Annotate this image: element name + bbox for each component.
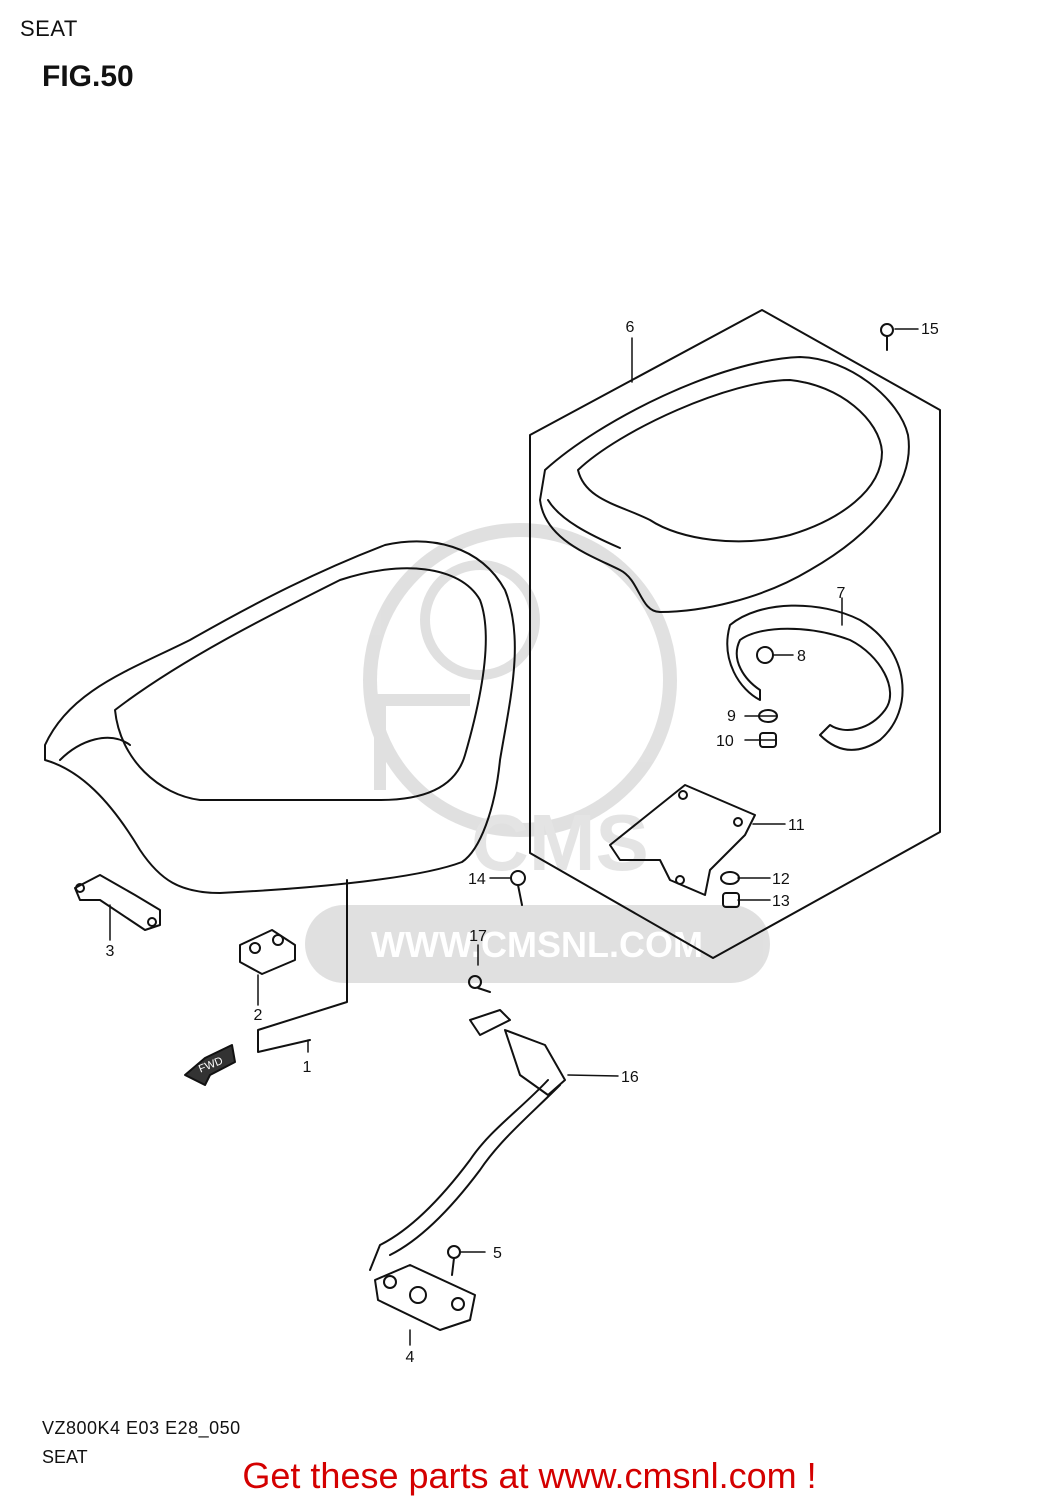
callout-6: 6 <box>626 319 635 336</box>
watermark: CMS WWW.CMSNL.COM <box>305 523 770 983</box>
callout-9: 9 <box>727 708 736 725</box>
callout-leaders <box>109 328 919 1346</box>
watermark-url: WWW.CMSNL.COM <box>371 924 703 965</box>
clip-part-2 <box>239 929 296 975</box>
callout-14: 14 <box>468 871 486 888</box>
bracket-part-3 <box>74 874 161 931</box>
callout-5: 5 <box>493 1245 502 1262</box>
plate-part-4 <box>374 1264 476 1331</box>
callout-16: 16 <box>621 1069 639 1086</box>
bracket-part-11 <box>609 784 756 896</box>
promo-link[interactable]: Get these parts at www.cmsnl.com ! <box>242 1455 817 1496</box>
callout-3: 3 <box>106 943 115 960</box>
callout-11: 11 <box>788 817 805 834</box>
callout-17: 17 <box>469 928 487 945</box>
callout-13: 13 <box>772 893 790 910</box>
seat-lock-part-16 <box>369 1009 566 1271</box>
pillion-seat <box>539 356 910 613</box>
section-title: SEAT <box>20 16 78 41</box>
callout-15: 15 <box>921 321 939 338</box>
seat-leader-lines <box>257 879 348 1053</box>
rear-seat-box <box>529 309 941 959</box>
band-part-7 <box>726 604 904 751</box>
front-seat <box>44 540 516 894</box>
footer-section-title: SEAT <box>42 1447 88 1467</box>
callout-10: 10 <box>716 733 734 750</box>
callout-1: 1 <box>303 1059 312 1076</box>
watermark-logo: CMS <box>471 798 649 887</box>
callout-12: 12 <box>772 871 790 888</box>
diagram-code: VZ800K4 E03 E28_050 <box>42 1418 241 1438</box>
fwd-arrow <box>184 1044 236 1086</box>
callout-4: 4 <box>406 1349 415 1366</box>
callout-8: 8 <box>797 648 806 665</box>
figure-number: FIG.50 <box>42 60 134 93</box>
callout-labels: 1 2 3 4 5 6 7 8 9 10 11 12 13 14 15 16 1… <box>106 319 939 1366</box>
callout-7: 7 <box>837 585 846 602</box>
callout-2: 2 <box>254 1007 263 1024</box>
